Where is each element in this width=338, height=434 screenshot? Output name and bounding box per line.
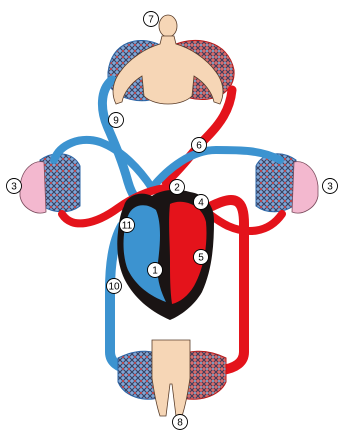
head-shape [159,15,177,37]
callout-3-right: 3 [323,179,338,194]
callout-9: 9 [109,113,124,128]
callout-10: 10 [107,279,122,294]
callout-7: 7 [144,12,159,27]
callout-6: 6 [192,138,207,153]
svg-text:11: 11 [122,221,133,232]
svg-text:3: 3 [327,182,333,193]
svg-text:2: 2 [174,183,180,194]
svg-text:7: 7 [148,15,154,26]
svg-text:1: 1 [152,266,158,277]
svg-text:3: 3 [11,182,17,193]
svg-text:10: 10 [108,282,120,293]
legs-shape [152,340,190,416]
right-lung-capillary-bed [256,154,296,212]
svg-text:5: 5 [198,253,204,264]
right-lung [292,162,318,213]
callout-2: 2 [170,180,185,195]
callout-8: 8 [173,415,188,430]
callout-5: 5 [194,250,209,265]
svg-text:4: 4 [198,198,204,209]
callout-3-left: 3 [7,179,22,194]
svg-text:6: 6 [196,141,202,152]
svg-text:9: 9 [113,116,119,127]
left-lung [20,162,46,213]
lower-body-figure [152,340,190,416]
svg-text:8: 8 [177,418,183,429]
callout-1: 1 [148,263,163,278]
callout-11: 11 [120,218,135,233]
callout-4: 4 [194,195,209,210]
